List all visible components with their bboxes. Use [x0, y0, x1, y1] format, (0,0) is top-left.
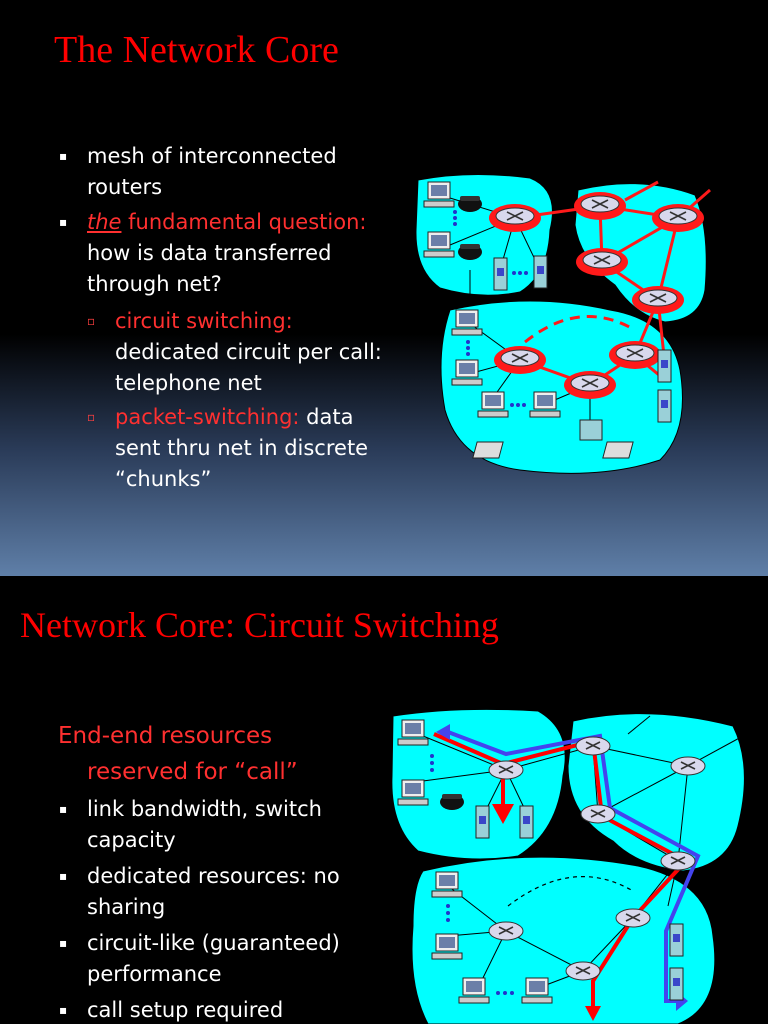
router-icon	[488, 760, 524, 780]
sub-bullet-marker: ▫	[87, 314, 96, 328]
blue-circuit-path	[447, 730, 701, 1003]
sub-bullet-packet: ▫ packet-switching: data sent thru net i…	[87, 402, 380, 495]
circuit-label: circuit switching:	[115, 309, 293, 333]
laptop-icon	[602, 441, 634, 459]
bullet-mesh: ▪ mesh of interconnected routers	[59, 141, 387, 203]
question-text: how is data transferred through net?	[87, 241, 332, 296]
computer-icon	[521, 977, 553, 1004]
computer-icon	[431, 933, 463, 960]
telephone-icon	[458, 196, 482, 212]
bullet-dedicated: ▪ dedicated resources: no sharing	[59, 861, 357, 923]
bullet-text: mesh of interconnected routers	[87, 144, 337, 199]
bullet-marker: ▪	[59, 1003, 68, 1017]
question-label: fundamental question:	[121, 210, 367, 234]
server-icon	[493, 257, 508, 291]
bullet-text: call setup required	[87, 998, 284, 1022]
server-icon	[475, 805, 490, 839]
core-network-cloud	[567, 713, 745, 872]
computer-icon	[477, 391, 509, 418]
server-icon	[657, 389, 672, 423]
arrow-icon	[436, 724, 450, 740]
server-icon	[657, 349, 672, 383]
computer-icon	[451, 359, 483, 386]
bullet-fundamental-question: ▪ the fundamental question: how is data …	[59, 207, 387, 300]
bullet-marker: ▪	[59, 936, 68, 950]
router-icon	[651, 203, 705, 233]
local-network-cloud	[411, 856, 716, 1024]
dashed-link	[507, 875, 634, 907]
heading-text: End-end resources reserved for “call”	[58, 723, 298, 785]
circuit-switching-diagram	[391, 708, 745, 1024]
slide-circuit-switching: Network Core: Circuit Switching End-end …	[0, 576, 768, 1024]
computer-icon	[397, 779, 429, 806]
router-icon	[488, 203, 542, 233]
bullet-text: circuit-like (guaranteed) performance	[87, 931, 340, 986]
server-icon	[533, 255, 548, 289]
computer-icon	[431, 871, 463, 898]
bullet-marker: ▪	[59, 802, 68, 816]
router-icon	[575, 247, 629, 277]
bullet-marker: ▪	[59, 215, 68, 229]
router-icon	[608, 340, 662, 370]
router-icon	[565, 961, 601, 981]
section-heading: End-end resources reserved for “call”	[58, 718, 348, 790]
bullet-text: link bandwidth, switch capacity	[87, 797, 322, 852]
router-icon	[563, 370, 617, 400]
telephone-icon	[458, 244, 482, 260]
bullet-performance: ▪ circuit-like (guaranteed) performance	[59, 928, 357, 990]
computer-icon	[451, 309, 483, 336]
packet-text: data sent thru net in discrete “chunks”	[115, 405, 369, 491]
computer-icon	[423, 181, 455, 208]
dashed-circuit-link	[524, 315, 636, 344]
arrow-icon	[492, 804, 514, 824]
server-icon	[669, 923, 684, 957]
router-icon	[573, 191, 627, 221]
router-icon	[631, 285, 685, 315]
laptop-icon	[472, 441, 504, 459]
sub-bullet-circuit: ▫ circuit switching: dedicated circuit p…	[87, 306, 390, 399]
router-icon	[615, 908, 651, 928]
bullet-marker: ▪	[59, 869, 68, 883]
slide-title: Network Core: Circuit Switching	[20, 605, 499, 645]
bullet-bandwidth: ▪ link bandwidth, switch capacity	[59, 794, 357, 856]
slide-network-core: The Network Core ▪ mesh of interconnecte…	[0, 0, 768, 576]
computer-icon	[423, 231, 455, 258]
computer-icon	[529, 391, 561, 418]
router-icon	[575, 736, 611, 756]
emphasis-the: the	[87, 210, 122, 234]
computer-icon	[458, 977, 490, 1004]
computer-icon	[397, 719, 429, 746]
network-core-diagram	[415, 173, 711, 474]
router-icon	[670, 756, 706, 776]
router-icon	[488, 921, 524, 941]
sub-bullet-marker: ▫	[87, 410, 96, 424]
router-icon	[493, 345, 547, 375]
bullet-marker: ▪	[59, 149, 68, 163]
bullet-text: dedicated resources: no sharing	[87, 864, 340, 919]
server-icon	[669, 967, 684, 1001]
packet-label: packet-switching:	[115, 405, 300, 429]
telephone-icon	[440, 794, 464, 810]
server-icon	[519, 805, 534, 839]
access-point-icon	[579, 419, 603, 441]
slide-title: The Network Core	[54, 29, 339, 71]
bullet-call-setup: ▪ call setup required	[59, 995, 357, 1024]
circuit-text: dedicated circuit per call: telephone ne…	[115, 340, 382, 395]
router-icon	[580, 804, 616, 824]
router-icon	[660, 851, 696, 871]
